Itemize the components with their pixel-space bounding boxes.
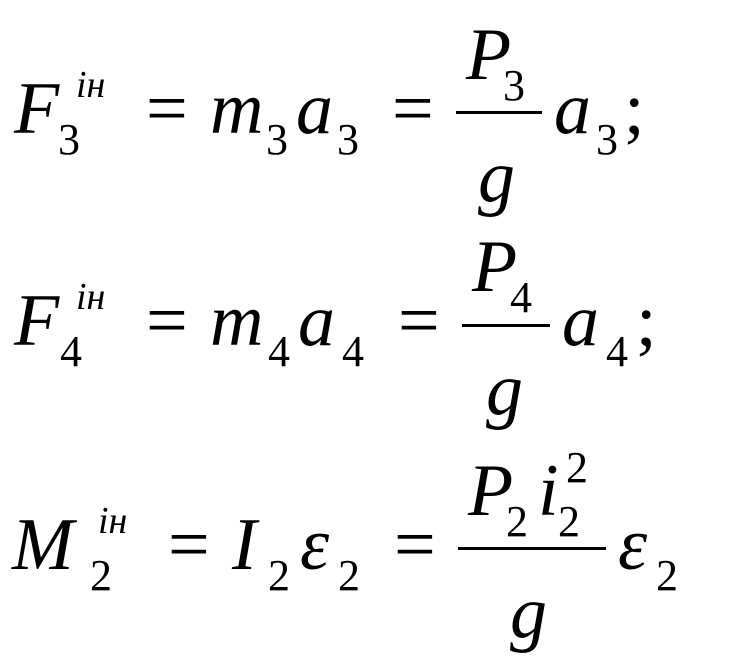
fraction-numerator-subscript: 2 (506, 497, 528, 546)
fraction-numerator-radius-symbol: i (538, 450, 559, 532)
fraction-numerator-symbol: P (466, 14, 512, 96)
lhs-subscript: 2 (90, 551, 112, 600)
equals-sign: = (398, 280, 440, 362)
fraction-numerator-symbol: P (472, 226, 518, 308)
equation-inertia-force-4: F ін 4 = m 4 a 4 = P 4 g a 4 ; (0, 220, 752, 440)
fraction-denominator: g (510, 572, 547, 654)
fraction-denominator: g (478, 136, 515, 218)
fraction-numerator-radius-subscript: 2 (558, 497, 580, 546)
accel-subscript: 4 (342, 327, 364, 376)
tail-angular-accel-symbol: ε (618, 504, 648, 586)
tail-accel-subscript: 3 (596, 115, 618, 164)
lhs-symbol: M (12, 504, 74, 586)
equals-sign: = (146, 68, 188, 150)
mass-subscript: 4 (268, 327, 290, 376)
tail-angular-accel-subscript: 2 (656, 551, 678, 600)
tail-accel-subscript: 4 (606, 327, 628, 376)
lhs-symbol: F (14, 280, 60, 362)
fraction-bar (462, 324, 550, 327)
fraction-numerator-symbol: P (468, 450, 514, 532)
equals-sign: = (146, 280, 188, 362)
lhs-superscript: ін (76, 276, 106, 318)
equation-inertia-force-3: F ін 3 = m 3 a 3 = P 3 g a 3 ; (0, 0, 752, 220)
equals-sign: = (394, 504, 436, 586)
fraction-bar (458, 547, 606, 550)
mass-symbol: m (210, 68, 264, 150)
tail-accel-symbol: a (554, 68, 591, 150)
angular-accel-symbol: ε (300, 504, 330, 586)
fraction-denominator: g (486, 349, 523, 431)
semicolon: ; (636, 280, 657, 362)
accel-symbol: a (296, 68, 333, 150)
equals-sign: = (168, 504, 210, 586)
fraction-numerator-subscript: 3 (503, 61, 525, 110)
semicolon: ; (624, 68, 645, 150)
equals-sign: = (392, 68, 434, 150)
lhs-superscript: ін (98, 500, 128, 542)
accel-subscript: 3 (337, 115, 359, 164)
fraction-bar (456, 111, 542, 114)
lhs-subscript: 3 (58, 115, 80, 164)
lhs-superscript: ін (76, 64, 106, 106)
fraction-numerator-radius-superscript: 2 (566, 443, 588, 492)
fraction-numerator-subscript: 4 (510, 273, 532, 322)
tail-accel-symbol: a (562, 280, 599, 362)
lhs-symbol: F (14, 68, 60, 150)
equation-inertia-moment-2: M ін 2 = I 2 ε 2 = P 2 i 2 2 g ε 2 (0, 440, 752, 665)
inertia-symbol: I (232, 504, 257, 586)
mass-symbol: m (210, 280, 264, 362)
mass-subscript: 3 (266, 115, 288, 164)
accel-symbol: a (298, 280, 335, 362)
angular-accel-subscript: 2 (338, 551, 360, 600)
lhs-subscript: 4 (60, 327, 82, 376)
inertia-subscript: 2 (268, 551, 290, 600)
